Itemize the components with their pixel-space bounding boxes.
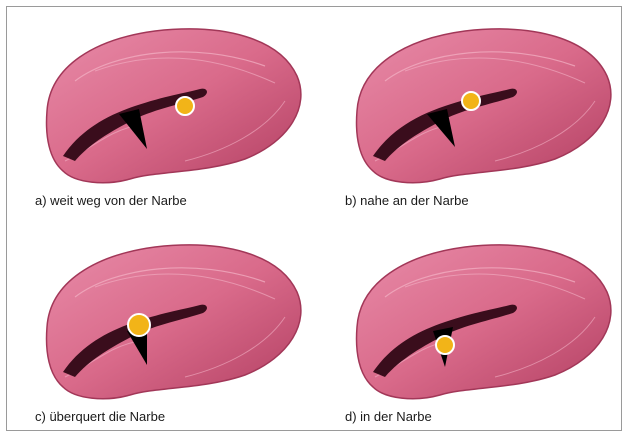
- panel-d: d) in der Narbe: [345, 227, 630, 427]
- panel-b: b) nahe an der Narbe: [345, 11, 630, 211]
- caption-a: a) weit weg von der Narbe: [35, 193, 325, 208]
- caption-c: c) überquert die Narbe: [35, 409, 325, 424]
- figure-frame: a) weit weg von der Narbe b) nahe an der…: [6, 6, 622, 431]
- heart-illustration: [345, 11, 630, 191]
- heart-illustration: [345, 227, 630, 407]
- heart-illustration: [35, 11, 335, 191]
- panel-a: a) weit weg von der Narbe: [35, 11, 335, 211]
- caption-d: d) in der Narbe: [345, 409, 630, 424]
- panel-c: c) überquert die Narbe: [35, 227, 335, 427]
- heart-illustration: [35, 227, 335, 407]
- caption-b: b) nahe an der Narbe: [345, 193, 630, 208]
- probe-marker: [436, 336, 454, 354]
- probe-marker: [462, 92, 480, 110]
- probe-marker: [128, 314, 150, 336]
- probe-marker: [176, 97, 194, 115]
